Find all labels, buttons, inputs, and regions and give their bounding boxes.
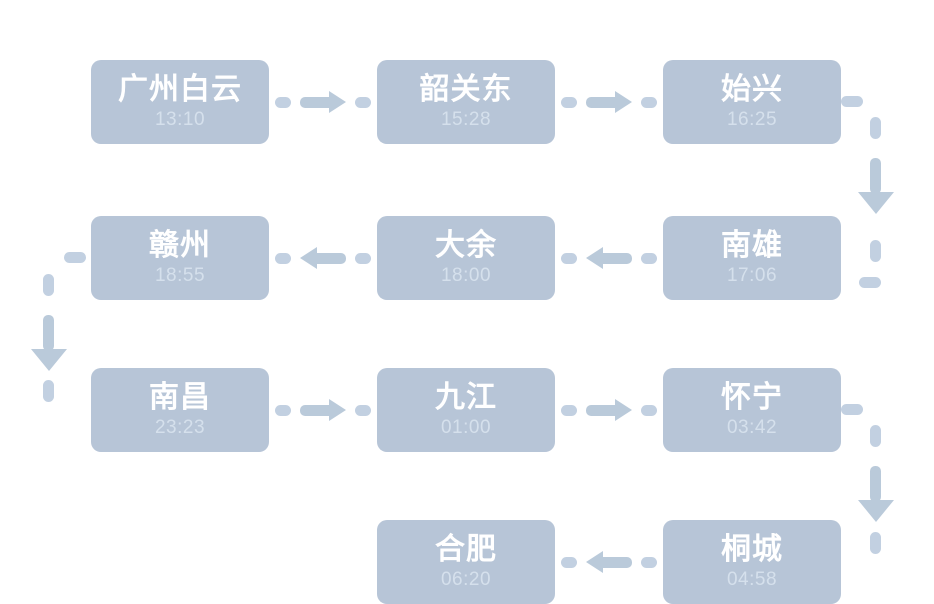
- station-time: 18:55: [154, 264, 206, 286]
- station-name: 赣州: [149, 229, 211, 263]
- dash-stub-icon: [355, 96, 371, 108]
- station-card[interactable]: 韶关东 15:28: [377, 60, 555, 144]
- dash-stub-icon: [561, 252, 577, 264]
- station-name: 大余: [435, 229, 497, 263]
- dash-stub-icon: [641, 404, 657, 416]
- station-time: 04:58: [726, 568, 778, 590]
- connector-wrap-tail-right: [841, 240, 921, 300]
- dash-stub-icon: [841, 404, 863, 415]
- station-time: 16:25: [726, 108, 778, 130]
- dash-stub-icon: [275, 96, 291, 108]
- arrow-left-icon: [586, 247, 632, 269]
- station-time: 17:06: [726, 264, 778, 286]
- arrow-right-icon: [300, 399, 346, 421]
- dash-stub-icon: [870, 532, 881, 554]
- arrow-down-icon: [858, 158, 894, 214]
- dash-stub-icon: [275, 252, 291, 264]
- station-name: 南雄: [721, 229, 783, 263]
- station-card[interactable]: 桐城 04:58: [663, 520, 841, 604]
- dash-stub-icon: [355, 252, 371, 264]
- station-card[interactable]: 南昌 23:23: [91, 368, 269, 452]
- dash-stub-icon: [355, 404, 371, 416]
- station-time: 06:20: [440, 568, 492, 590]
- dash-stub-icon: [870, 240, 881, 262]
- dash-stub-icon: [43, 274, 54, 296]
- dash-stub-icon: [641, 96, 657, 108]
- station-time: 18:00: [440, 264, 492, 286]
- station-time: 03:42: [726, 416, 778, 438]
- station-name: 韶关东: [419, 73, 513, 107]
- connector-arrow-right: [269, 91, 377, 113]
- connector-arrow-left: [269, 247, 377, 269]
- station-name: 南昌: [149, 381, 211, 415]
- connector-arrow-right: [555, 399, 663, 421]
- connector-arrow-right: [555, 91, 663, 113]
- station-time: 15:28: [440, 108, 492, 130]
- station-time: 13:10: [154, 108, 206, 130]
- station-card[interactable]: 广州白云 13:10: [91, 60, 269, 144]
- connector-wrap-down-right: [841, 392, 921, 554]
- station-card[interactable]: 怀宁 03:42: [663, 368, 841, 452]
- arrow-right-icon: [586, 91, 632, 113]
- station-time: 23:23: [154, 416, 206, 438]
- station-name: 始兴: [721, 73, 783, 107]
- route-diagram: 广州白云 13:10 韶关东 15:28 始兴 16:25 赣州 18:55: [14, 60, 921, 604]
- station-card[interactable]: 大余 18:00: [377, 216, 555, 300]
- arrow-left-icon: [586, 551, 632, 573]
- connector-wrap-down-left: [14, 240, 94, 402]
- connector-arrow-left: [555, 551, 663, 573]
- arrow-down-icon: [858, 466, 894, 522]
- dash-stub-icon: [275, 404, 291, 416]
- dash-stub-icon: [870, 425, 881, 447]
- connector-arrow-left: [555, 247, 663, 269]
- station-name: 合肥: [435, 533, 497, 567]
- station-card[interactable]: 赣州 18:55: [91, 216, 269, 300]
- arrow-down-icon: [31, 315, 67, 371]
- connector-wrap-down-right: [841, 84, 921, 219]
- dash-stub-icon: [641, 556, 657, 568]
- station-card[interactable]: 始兴 16:25: [663, 60, 841, 144]
- dash-stub-icon: [841, 96, 863, 107]
- dash-stub-icon: [641, 252, 657, 264]
- dash-stub-icon: [561, 556, 577, 568]
- connector-arrow-right: [269, 399, 377, 421]
- station-name: 广州白云: [118, 73, 242, 107]
- arrow-right-icon: [300, 91, 346, 113]
- dash-stub-icon: [561, 404, 577, 416]
- station-name: 怀宁: [721, 381, 783, 415]
- dash-stub-icon: [859, 277, 881, 288]
- arrow-left-icon: [300, 247, 346, 269]
- station-card[interactable]: 九江 01:00: [377, 368, 555, 452]
- dash-stub-icon: [43, 380, 54, 402]
- dash-stub-icon: [64, 252, 86, 263]
- dash-stub-icon: [870, 117, 881, 139]
- station-time: 01:00: [440, 416, 492, 438]
- station-name: 九江: [435, 381, 497, 415]
- station-card[interactable]: 南雄 17:06: [663, 216, 841, 300]
- arrow-right-icon: [586, 399, 632, 421]
- station-card[interactable]: 合肥 06:20: [377, 520, 555, 604]
- dash-stub-icon: [561, 96, 577, 108]
- station-name: 桐城: [721, 533, 783, 567]
